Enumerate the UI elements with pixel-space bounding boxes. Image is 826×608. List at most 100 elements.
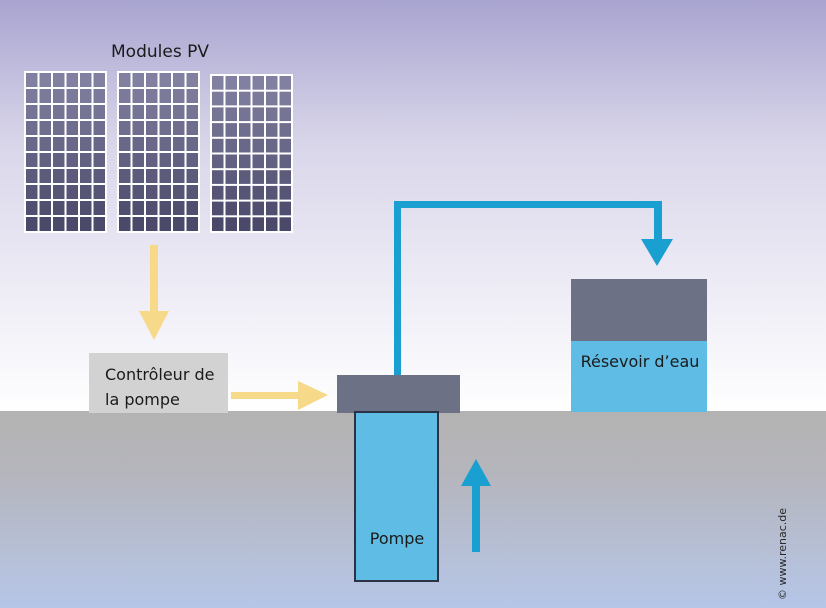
- pump-body: [354, 411, 439, 582]
- solar-cell: [186, 153, 198, 167]
- pump-controller-label: Contrôleur de la pompe: [105, 362, 230, 412]
- solar-cell: [186, 73, 198, 87]
- solar-cell: [239, 138, 251, 153]
- solar-cell: [80, 137, 92, 151]
- solar-cell: [225, 185, 237, 200]
- solar-cell: [93, 201, 105, 215]
- solar-cell: [146, 137, 158, 151]
- solar-cell: [225, 91, 237, 106]
- solar-cell: [93, 169, 105, 183]
- solar-cell: [119, 153, 131, 167]
- solar-cell: [159, 201, 171, 215]
- solar-cell: [159, 89, 171, 103]
- solar-cell: [66, 105, 78, 119]
- solar-cell: [132, 105, 144, 119]
- solar-cell: [186, 169, 198, 183]
- controller-label-line1: Contrôleur de: [105, 365, 215, 384]
- solar-cell: [266, 170, 278, 184]
- reservoir-label: Résevoir d’eau: [580, 352, 700, 371]
- solar-cell: [80, 153, 92, 167]
- solar-cell: [173, 169, 185, 183]
- solar-cell: [212, 170, 224, 184]
- solar-cell: [66, 73, 78, 87]
- solar-cell: [80, 169, 92, 183]
- solar-cell: [93, 153, 105, 167]
- solar-cell: [159, 169, 171, 183]
- solar-cell: [53, 137, 65, 151]
- solar-cell: [80, 73, 92, 87]
- solar-cell: [53, 105, 65, 119]
- solar-cell: [279, 185, 291, 200]
- solar-cell: [266, 76, 278, 90]
- solar-cell: [66, 201, 78, 215]
- solar-cell: [39, 153, 51, 167]
- solar-cell: [186, 185, 198, 199]
- solar-cell: [252, 170, 264, 184]
- solar-cell: [39, 201, 51, 215]
- pump-controller-box: [89, 353, 228, 413]
- solar-cell: [225, 201, 237, 216]
- solar-cell: [53, 217, 65, 231]
- reservoir-water: [571, 341, 707, 412]
- solar-cell: [225, 138, 237, 153]
- solar-cell: [239, 107, 251, 122]
- solar-cell: [119, 73, 131, 87]
- solar-panel-icon: [24, 71, 107, 233]
- up-arrow-icon: [461, 459, 491, 552]
- solar-cell: [266, 201, 278, 216]
- solar-cell: [239, 217, 251, 231]
- water-pipe: [394, 201, 673, 377]
- solar-cell: [66, 121, 78, 135]
- solar-cell: [225, 154, 237, 169]
- solar-cell: [239, 185, 251, 200]
- solar-cell: [252, 123, 264, 137]
- solar-cell: [212, 185, 224, 200]
- solar-cell: [279, 217, 291, 231]
- solar-cell: [173, 201, 185, 215]
- solar-cell: [39, 169, 51, 183]
- solar-cell: [239, 170, 251, 184]
- solar-cell: [159, 137, 171, 151]
- solar-cell: [39, 185, 51, 199]
- solar-cell: [252, 107, 264, 122]
- solar-cell: [132, 137, 144, 151]
- solar-cell: [26, 169, 38, 183]
- solar-cell: [53, 89, 65, 103]
- solar-cell: [119, 201, 131, 215]
- solar-cell: [132, 121, 144, 135]
- solar-cell: [173, 73, 185, 87]
- solar-cell: [132, 201, 144, 215]
- solar-cell: [26, 105, 38, 119]
- solar-cell: [119, 105, 131, 119]
- solar-cell: [225, 123, 237, 137]
- pump-label: Pompe: [369, 529, 425, 548]
- solar-cell: [39, 89, 51, 103]
- solar-cell: [132, 153, 144, 167]
- solar-cell: [80, 89, 92, 103]
- solar-cell: [173, 153, 185, 167]
- solar-cell: [225, 76, 237, 90]
- solar-panel-icon: [117, 71, 200, 233]
- solar-cell: [279, 76, 291, 90]
- solar-cell: [225, 170, 237, 184]
- solar-cell: [252, 217, 264, 231]
- solar-cell: [279, 170, 291, 184]
- solar-cell: [173, 105, 185, 119]
- solar-cell: [266, 138, 278, 153]
- solar-cell: [279, 138, 291, 153]
- solar-cell: [173, 121, 185, 135]
- solar-cell: [80, 217, 92, 231]
- solar-cell: [159, 153, 171, 167]
- solar-cell: [66, 169, 78, 183]
- solar-cell: [146, 169, 158, 183]
- solar-cell: [186, 105, 198, 119]
- solar-cell: [252, 76, 264, 90]
- solar-cell: [146, 153, 158, 167]
- solar-cell: [212, 154, 224, 169]
- solar-cell: [146, 89, 158, 103]
- solar-cell: [212, 76, 224, 90]
- solar-cell: [252, 185, 264, 200]
- pump-head: [337, 375, 460, 413]
- solar-cell: [159, 105, 171, 119]
